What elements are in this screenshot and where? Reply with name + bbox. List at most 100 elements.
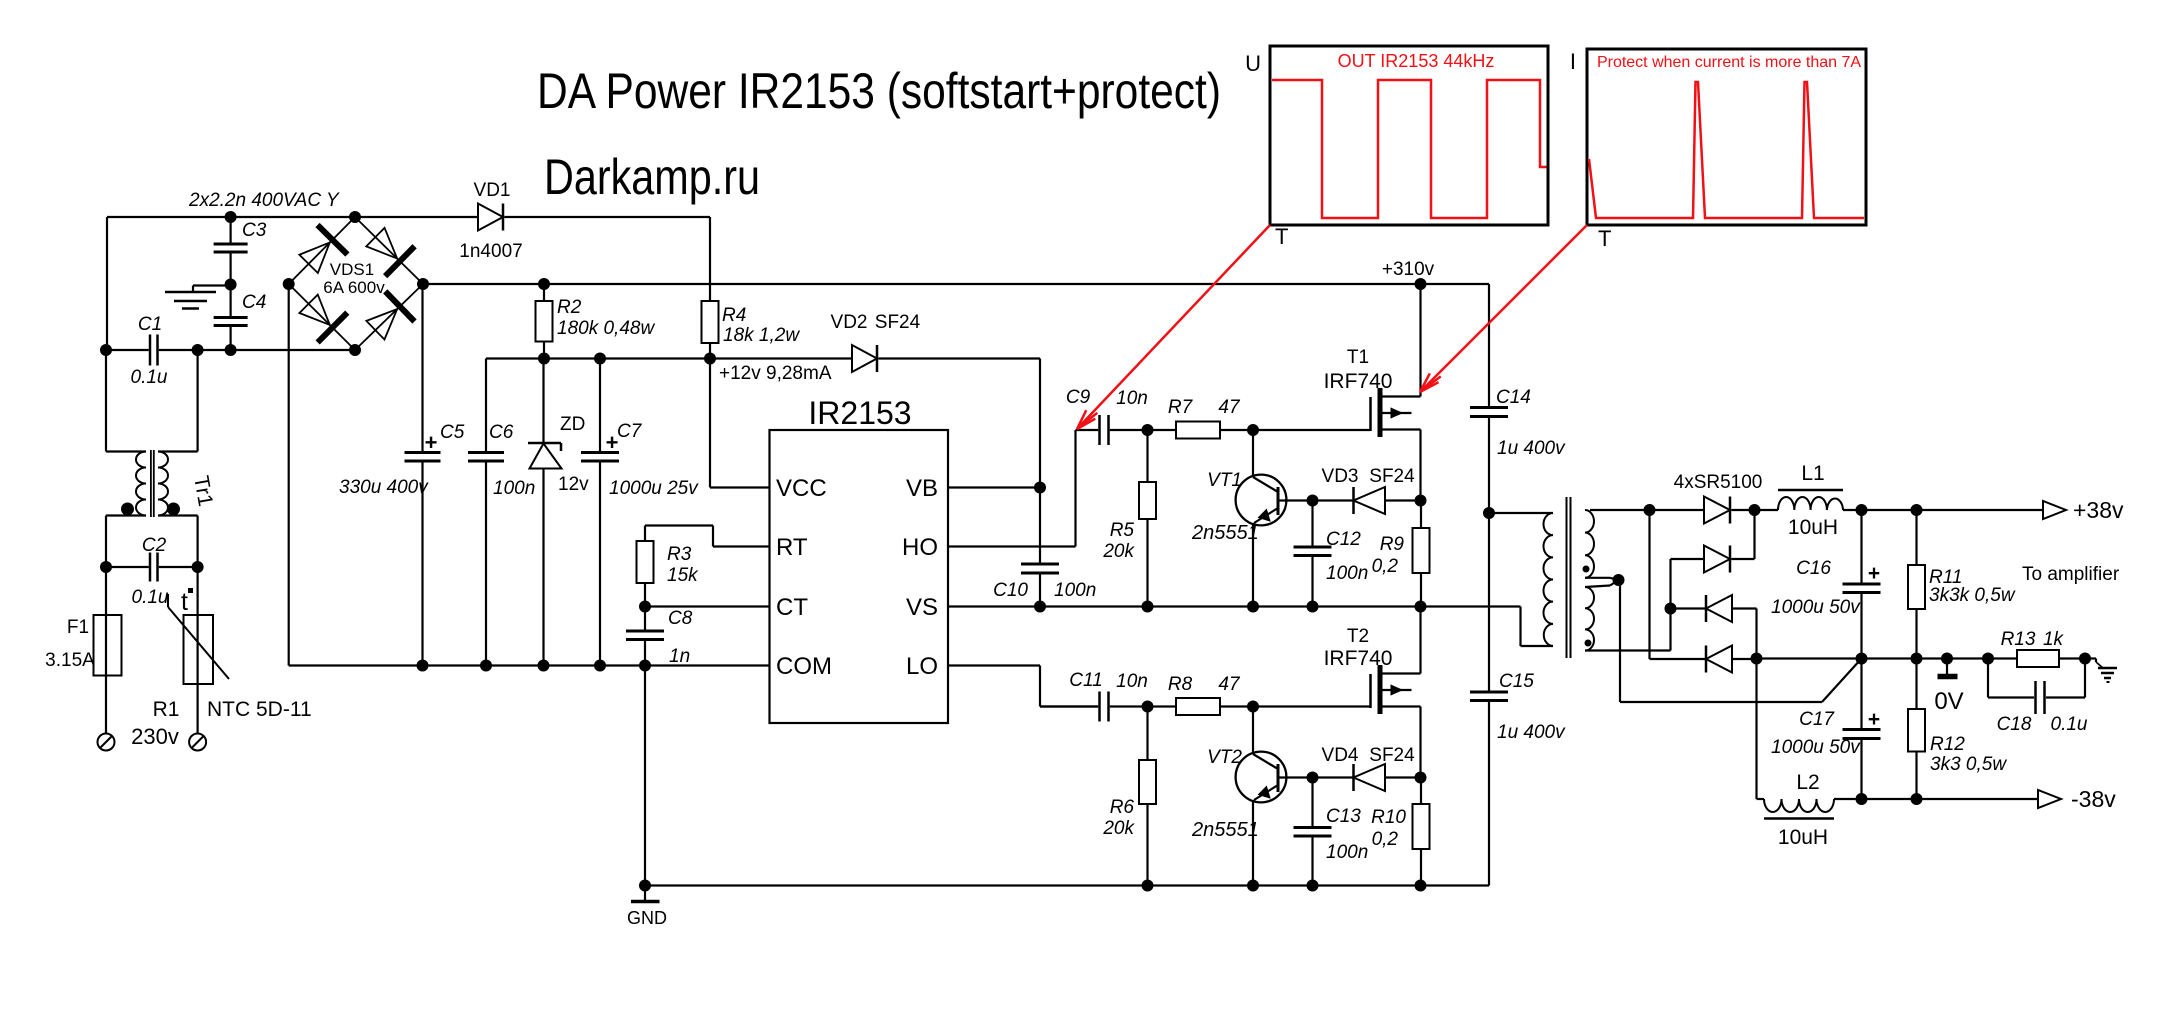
svg-text:0.1u: 0.1u bbox=[131, 367, 168, 388]
svg-text:10n: 10n bbox=[1116, 671, 1148, 692]
svg-text:12v: 12v bbox=[558, 474, 589, 495]
svg-text:C13: C13 bbox=[1326, 806, 1361, 827]
svg-text:VDS1: VDS1 bbox=[330, 260, 374, 279]
svg-text:Tr1: Tr1 bbox=[189, 474, 217, 508]
svg-text:HO: HO bbox=[902, 534, 938, 561]
svg-text:C11: C11 bbox=[1069, 670, 1102, 691]
svg-text:VD1: VD1 bbox=[474, 180, 511, 201]
svg-text:0.1u: 0.1u bbox=[132, 587, 169, 608]
svg-text:R1: R1 bbox=[153, 698, 180, 721]
svg-text:3k3 0,5w: 3k3 0,5w bbox=[1930, 754, 2007, 775]
svg-text:C7: C7 bbox=[617, 421, 643, 442]
svg-text:1n4007: 1n4007 bbox=[459, 241, 522, 262]
svg-text:2n5551: 2n5551 bbox=[1191, 522, 1259, 544]
svg-text:IRF740: IRF740 bbox=[1324, 370, 1393, 393]
svg-text:+: + bbox=[606, 430, 619, 455]
svg-text:R12: R12 bbox=[1930, 734, 1965, 755]
svg-text:VB: VB bbox=[906, 475, 938, 502]
svg-text:+: + bbox=[425, 430, 438, 455]
svg-text:C17: C17 bbox=[1799, 709, 1835, 730]
svg-text:C8: C8 bbox=[668, 608, 693, 629]
svg-text:VCC: VCC bbox=[776, 475, 827, 502]
svg-text:VS: VS bbox=[906, 594, 938, 621]
svg-text:Darkamp.ru: Darkamp.ru bbox=[544, 149, 760, 205]
svg-text:10uH: 10uH bbox=[1778, 826, 1828, 849]
svg-text:VT1: VT1 bbox=[1207, 470, 1242, 491]
svg-text:R7: R7 bbox=[1168, 397, 1194, 418]
svg-text:+: + bbox=[1868, 562, 1880, 585]
svg-text:100n: 100n bbox=[1326, 842, 1368, 863]
svg-text:R2: R2 bbox=[557, 297, 582, 318]
svg-text:T: T bbox=[1275, 224, 1288, 249]
svg-text:330u 400v: 330u 400v bbox=[339, 477, 429, 498]
svg-text:1000u 50v: 1000u 50v bbox=[1771, 597, 1861, 618]
svg-text:C5: C5 bbox=[440, 422, 465, 443]
svg-text:t: t bbox=[181, 588, 188, 616]
svg-text:U: U bbox=[1245, 51, 1261, 76]
svg-text:+12v 9,28mA: +12v 9,28mA bbox=[719, 363, 832, 384]
svg-text:R9: R9 bbox=[1380, 534, 1405, 555]
svg-text:CT: CT bbox=[776, 594, 808, 621]
svg-text:C2: C2 bbox=[142, 535, 167, 556]
svg-text:C14: C14 bbox=[1496, 387, 1531, 408]
svg-text:C3: C3 bbox=[242, 220, 267, 241]
svg-text:+38v: +38v bbox=[2073, 497, 2124, 523]
svg-text:OUT IR2153 44kHz: OUT IR2153 44kHz bbox=[1338, 51, 1495, 71]
svg-text:C16: C16 bbox=[1796, 558, 1831, 579]
svg-text:LO: LO bbox=[906, 653, 938, 680]
svg-text:VD4: VD4 bbox=[1322, 745, 1359, 766]
svg-text:R3: R3 bbox=[667, 544, 692, 565]
svg-text:C6: C6 bbox=[489, 422, 514, 443]
svg-text:R13: R13 bbox=[2001, 629, 2036, 650]
svg-text:100n: 100n bbox=[1326, 563, 1368, 584]
svg-text:Protect when current is more t: Protect when current is more than 7A bbox=[1597, 54, 1861, 71]
svg-text:0,2: 0,2 bbox=[1372, 829, 1399, 850]
svg-text:+: + bbox=[1868, 708, 1880, 731]
svg-text:ZD: ZD bbox=[560, 414, 585, 435]
svg-text:4xSR5100: 4xSR5100 bbox=[1674, 472, 1763, 493]
svg-text:C10: C10 bbox=[993, 580, 1028, 601]
svg-text:2x2.2n 400VAC Y: 2x2.2n 400VAC Y bbox=[188, 190, 340, 211]
svg-text:3.15A: 3.15A bbox=[45, 650, 95, 671]
svg-text:100n: 100n bbox=[493, 478, 535, 499]
svg-text:1k: 1k bbox=[2043, 629, 2065, 650]
svg-text:IRF740: IRF740 bbox=[1324, 647, 1393, 670]
svg-text:0,2: 0,2 bbox=[1372, 556, 1399, 577]
svg-text:C15: C15 bbox=[1499, 671, 1534, 692]
svg-text:C9: C9 bbox=[1066, 387, 1091, 408]
svg-text:RT: RT bbox=[776, 534, 808, 561]
svg-text:1u 400v: 1u 400v bbox=[1497, 722, 1566, 743]
svg-text:T1: T1 bbox=[1347, 347, 1369, 368]
svg-text:T: T bbox=[1598, 226, 1611, 251]
svg-text:20k: 20k bbox=[1102, 541, 1135, 562]
svg-text:VD3: VD3 bbox=[1322, 466, 1359, 487]
svg-text:R11: R11 bbox=[1929, 567, 1962, 588]
svg-text:100n: 100n bbox=[1054, 580, 1096, 601]
svg-text:L1: L1 bbox=[1801, 462, 1824, 485]
svg-text:6A 600v: 6A 600v bbox=[323, 278, 385, 297]
svg-text:C12: C12 bbox=[1326, 529, 1361, 550]
svg-text:47: 47 bbox=[1218, 397, 1241, 418]
svg-text:C1: C1 bbox=[138, 314, 162, 335]
svg-text:20k: 20k bbox=[1102, 818, 1135, 839]
svg-text:0V: 0V bbox=[1934, 688, 1963, 715]
svg-text:IR2153: IR2153 bbox=[808, 395, 911, 431]
svg-text:R10: R10 bbox=[1371, 807, 1406, 828]
svg-text:0.1u: 0.1u bbox=[2051, 714, 2088, 735]
svg-text:3k3k 0,5w: 3k3k 0,5w bbox=[1929, 585, 2016, 606]
svg-text:C18: C18 bbox=[1997, 714, 2032, 735]
svg-text:180k 0,48w: 180k 0,48w bbox=[557, 318, 655, 339]
svg-text:VT2: VT2 bbox=[1207, 747, 1242, 768]
svg-text:2n5551: 2n5551 bbox=[1191, 819, 1259, 841]
svg-text:R6: R6 bbox=[1110, 797, 1135, 818]
svg-text:1000u 50v: 1000u 50v bbox=[1771, 737, 1861, 758]
svg-text:F1: F1 bbox=[67, 617, 89, 638]
svg-text:VD2: VD2 bbox=[831, 312, 868, 333]
svg-text:+310v: +310v bbox=[1382, 259, 1435, 280]
svg-text:SF24: SF24 bbox=[1369, 466, 1415, 487]
svg-text:C4: C4 bbox=[242, 292, 266, 313]
svg-text:L2: L2 bbox=[1796, 771, 1819, 794]
svg-text:1u 400v: 1u 400v bbox=[1497, 438, 1566, 459]
svg-text:47: 47 bbox=[1218, 674, 1241, 695]
svg-text:R4: R4 bbox=[722, 305, 746, 326]
